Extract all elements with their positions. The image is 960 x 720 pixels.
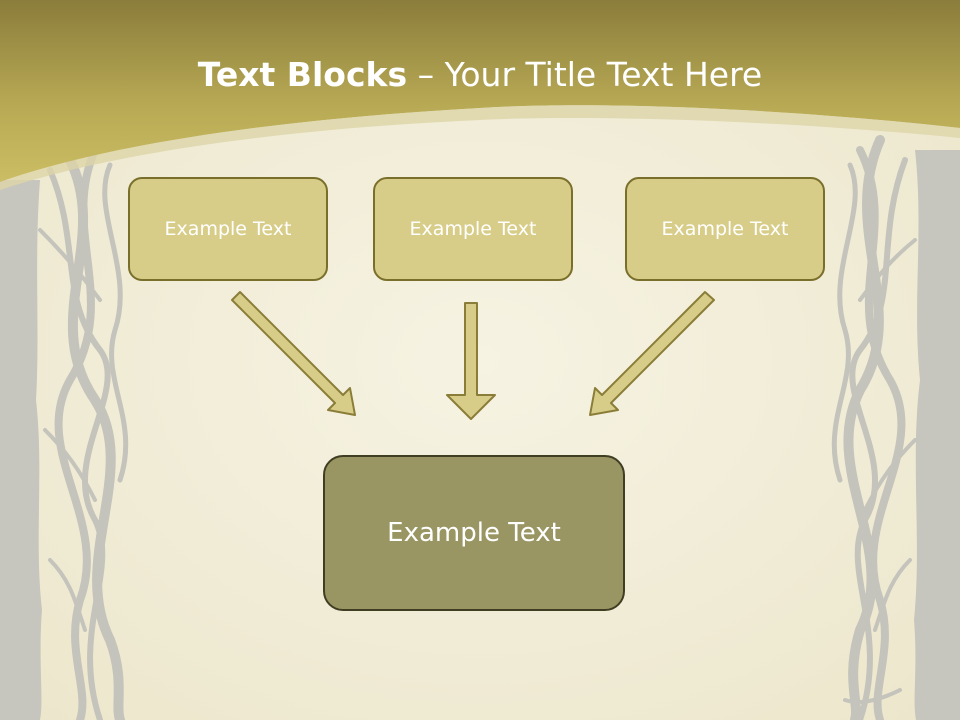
- text-block-left-label: Example Text: [164, 218, 292, 240]
- result-text-block-label: Example Text: [387, 518, 561, 548]
- arrows-group: [231, 291, 715, 420]
- title-rest-text: Your Title Text Here: [444, 55, 763, 94]
- text-block-right-label: Example Text: [661, 218, 789, 240]
- text-block-left[interactable]: Example Text: [128, 177, 328, 281]
- arrow-center-down: [446, 302, 496, 420]
- slide-title: Text Blocks – Your Title Text Here: [0, 55, 960, 94]
- text-block-right[interactable]: Example Text: [625, 177, 825, 281]
- result-text-block[interactable]: Example Text: [323, 455, 625, 611]
- title-dash: –: [407, 55, 445, 94]
- text-block-center[interactable]: Example Text: [373, 177, 573, 281]
- arrow-right-diagonal: [589, 291, 715, 416]
- text-block-center-label: Example Text: [409, 218, 537, 240]
- left-vine-decoration: [0, 146, 129, 720]
- arrow-left-diagonal: [231, 291, 356, 416]
- right-vine-decoration: [831, 135, 960, 720]
- title-bold-text: Text Blocks: [197, 55, 408, 94]
- header-band: [0, 0, 960, 182]
